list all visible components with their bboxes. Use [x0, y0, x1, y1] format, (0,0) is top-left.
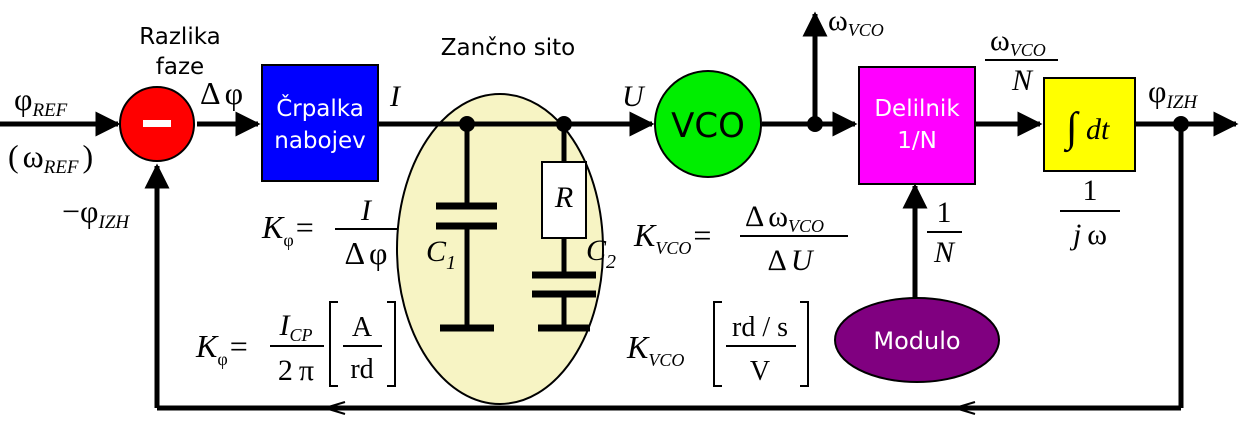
one-over-jw-numerator: 1: [1083, 174, 1098, 207]
phase-detector-minus-sign: [143, 120, 171, 127]
k-phi-units-unit-numerator: A: [352, 312, 373, 343]
k-vco-units-lhs: KVCO: [626, 329, 684, 370]
minus-phi-izh-label: −φIZH: [62, 193, 130, 233]
k-vco-units-unit-denominator: V: [750, 356, 770, 387]
resistor-label: R: [554, 181, 573, 214]
charge-pump-label-1: Črpalka: [276, 94, 364, 122]
feedback-direction-mark-2: [321, 401, 346, 415]
c2-label: C2: [586, 234, 616, 273]
feedback-direction-mark-1: [951, 401, 976, 415]
k-phi-units-numerator: ICP: [278, 309, 312, 345]
phi-ref-label: φREF: [14, 81, 68, 121]
k-phi-units-left-bracket: [329, 301, 338, 387]
charge-pump-block: [261, 64, 379, 182]
integrator-block: [1043, 77, 1136, 172]
omega-vco-over-n-numerator: ωVCO: [990, 24, 1046, 60]
k-vco-units-right-bracket: [800, 301, 809, 387]
modulo-label: Modulo: [873, 327, 960, 355]
k-vco-equation-lhs: KVCO=: [633, 217, 711, 258]
divider-label-2: 1/N: [897, 128, 937, 154]
loop-filter-title: Zančno sito: [441, 35, 576, 61]
divider-block: [858, 66, 976, 185]
junction-dot-vco: [807, 116, 823, 132]
k-vco-units-unit-numerator: rd / s: [732, 312, 788, 343]
k-vco-units-left-bracket: [713, 301, 722, 387]
junction-dot-output: [1173, 116, 1189, 132]
phase-difference-title-2: faze: [156, 54, 204, 80]
phi-izh-label: φIZH: [1148, 73, 1198, 113]
integrator-integral-sign: ∫: [1063, 105, 1080, 153]
k-phi-equation-numerator: I: [360, 194, 373, 227]
omega-ref-label: (ωREF): [8, 138, 93, 178]
omega-vco-over-n-denominator: N: [1011, 64, 1034, 97]
one-over-n-denominator: N: [933, 236, 956, 269]
k-phi-units-unit-denominator: rd: [350, 354, 373, 385]
c1-label: C1: [426, 235, 456, 274]
current-i-label: I: [389, 80, 402, 113]
vco-label: VCO: [671, 106, 745, 146]
charge-pump-label-2: nabojev: [274, 128, 366, 154]
phase-difference-title-1: Razlika: [139, 24, 220, 50]
k-phi-equation-lhs: Kφ=: [261, 209, 314, 250]
omega-vco-label: ωVCO: [828, 4, 884, 40]
voltage-u-label: U: [622, 80, 646, 113]
k-phi-units-right-bracket: [387, 301, 396, 387]
vco-circle: [654, 70, 762, 178]
k-phi-units-lhs: Kφ=: [195, 328, 248, 369]
junction-dot-r: [556, 116, 572, 132]
integrator-dt: dt: [1086, 113, 1110, 146]
modulo-ellipse: [834, 297, 1000, 383]
one-over-n-numerator: 1: [937, 196, 952, 229]
junction-dot-c1: [459, 116, 475, 132]
divider-label-1: Delilnik: [874, 96, 960, 122]
